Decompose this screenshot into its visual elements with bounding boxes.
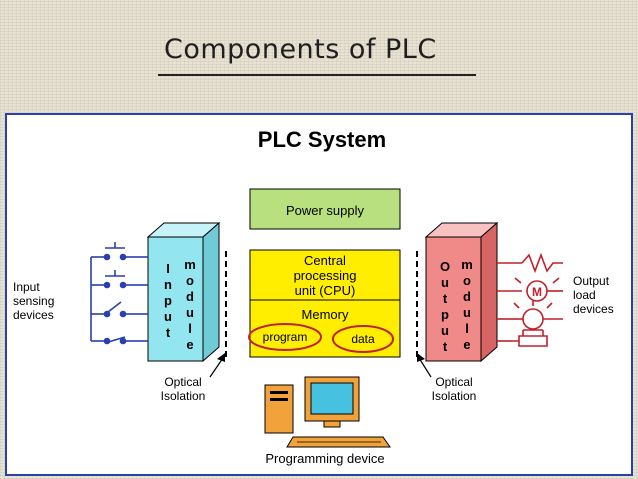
output-module-letter: t (443, 339, 448, 354)
input-module-letter: m (184, 257, 196, 272)
plc-diagram-svg: PLC System Power supply Central processi… (13, 127, 614, 466)
plc-diagram-figure: PLC System Power supply Central processi… (5, 113, 633, 476)
output-module-letter: e (463, 337, 470, 352)
power-supply-block: Power supply (249, 188, 401, 230)
optical-isolation-label-right-2: Isolation (432, 389, 477, 403)
input-module-letter: I (166, 261, 170, 276)
program-label: program (263, 330, 308, 344)
input-module-letter: t (166, 325, 171, 340)
output-module-letter: m (461, 257, 473, 272)
input-module-letter: d (186, 289, 194, 304)
input-devices-label-1: Input (13, 280, 40, 294)
optical-isolation-label-right-1: Optical (435, 375, 472, 389)
input-module-letter: e (186, 337, 193, 352)
program-oval (248, 323, 322, 351)
input-module-block: I n p u t m o d u l e (146, 221, 221, 363)
input-module-letter: o (186, 273, 194, 288)
output-module-letter: u (441, 323, 449, 338)
slide-title: Components of PLC (164, 34, 437, 65)
output-module-letter: u (441, 275, 449, 290)
input-module-letter: u (164, 309, 172, 324)
output-devices-label-2: load (573, 288, 596, 302)
input-devices-label-3: devices (13, 308, 54, 322)
output-module-letter: d (463, 289, 471, 304)
data-label: data (351, 332, 375, 346)
optical-isolation-arrow-right (417, 353, 432, 378)
title-underline (158, 74, 476, 76)
optical-isolation-label-left-2: Isolation (161, 389, 206, 403)
output-module-letter: p (441, 307, 449, 322)
output-device-icons (497, 252, 563, 347)
output-module-letter: o (463, 273, 471, 288)
output-devices-label-1: Output (573, 274, 610, 288)
memory-label: Memory (302, 307, 349, 322)
cpu-block: Central processing unit (CPU) Memory pro… (248, 249, 401, 358)
diagram-heading: PLC System (258, 127, 386, 152)
optical-isolation-arrow-left (209, 353, 225, 378)
optical-isolation-label-left-1: Optical (164, 375, 201, 389)
data-oval (332, 325, 394, 353)
output-module-letter: O (440, 259, 450, 274)
cpu-label-line-1: Central (304, 253, 346, 268)
input-module-letter: l (188, 321, 192, 336)
input-devices-label-2: sensing (13, 294, 54, 308)
output-devices-label-3: devices (573, 302, 614, 316)
input-module-letter: u (186, 305, 194, 320)
motor-symbol-label: M (532, 285, 542, 299)
programming-device-computer-icon (264, 376, 391, 448)
input-module-letter: p (164, 293, 172, 308)
output-module-block: O u t p u t m o d u l e (424, 221, 499, 363)
output-module-letter: l (465, 321, 469, 336)
output-module-letter: u (463, 305, 471, 320)
power-supply-label: Power supply (286, 203, 365, 218)
input-module-letter: n (164, 277, 172, 292)
programming-device-label: Programming device (265, 451, 384, 466)
cpu-label-line-2: processing (294, 268, 357, 283)
input-switch-icons (90, 242, 148, 345)
cpu-label-line-3: unit (CPU) (295, 283, 356, 298)
output-module-letter: t (443, 291, 448, 306)
